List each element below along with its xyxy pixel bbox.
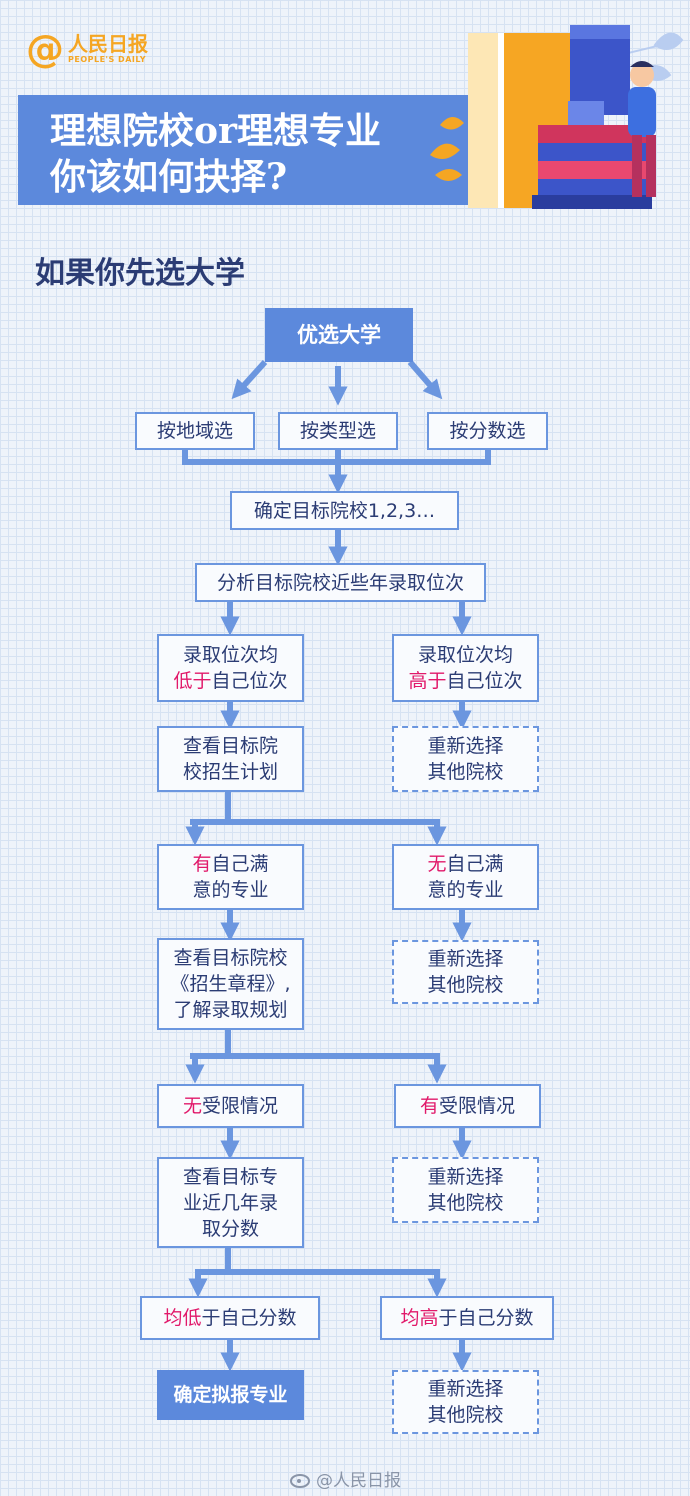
by-type-box: 按类型选 (278, 412, 398, 450)
analyze-label: 分析目标院校近些年录取位次 (216, 571, 464, 594)
laptop-icon (568, 101, 604, 125)
weibo-icon (290, 1473, 310, 1488)
split-line-3 (190, 1030, 440, 1059)
people-daily-logo: @ 人民日报 PEOPLE'S DAILY (26, 30, 148, 68)
person-icon (630, 63, 654, 87)
reselect-1-line1: 重新选择 (427, 735, 504, 757)
no-major-box: 无自己满意的专业 (392, 844, 539, 910)
book-stack-icon (538, 125, 648, 143)
rank-higher-highlight: 高于 (408, 670, 447, 692)
split-line-4 (195, 1248, 440, 1275)
all-lower-box: 均低于自己分数 (140, 1296, 320, 1340)
arrow-to-region (231, 359, 268, 400)
has-limit-box: 有受限情况 (394, 1084, 541, 1128)
all-higher-highlight-2: 高 (419, 1307, 439, 1329)
has-limit-highlight: 有 (419, 1095, 439, 1117)
reselect-box-1: 重新选择其他院校 (392, 726, 539, 792)
section-title: 如果你先选大学 (35, 256, 245, 291)
all-lower-highlight-1: 均 (163, 1307, 183, 1329)
rank-lower-rest: 自己位次 (211, 670, 288, 692)
has-major-highlight: 有 (192, 853, 212, 875)
no-limit-rest: 受限情况 (202, 1095, 279, 1117)
weibo-watermark: @人民日报 (290, 1466, 401, 1491)
arrow-to-score (407, 360, 443, 400)
check-scores-line1: 查看目标专 (182, 1165, 278, 1188)
reselect-3-line1: 重新选择 (427, 1166, 504, 1188)
reselect-2-line2: 其他院校 (427, 974, 504, 996)
logo-at-icon: @ (26, 27, 64, 71)
banner-title: 理想院校or理想专业 你该如何抉择? (50, 108, 381, 200)
no-major-highlight: 无 (427, 853, 447, 875)
no-major-rest: 自己满 (446, 853, 504, 875)
has-limit-rest: 受限情况 (439, 1095, 516, 1117)
by-type-label: 按类型选 (299, 420, 376, 442)
check-rules-line2: 《招生章程》, (170, 973, 291, 995)
all-higher-box: 均高于自己分数 (380, 1296, 554, 1340)
all-lower-highlight-2: 低 (182, 1307, 202, 1329)
title-banner (18, 95, 468, 205)
by-region-label: 按地域选 (156, 420, 233, 442)
rank-higher-line1: 录取位次均 (417, 644, 513, 666)
blue-book-icon (570, 25, 630, 115)
check-scores-box: 查看目标专业近几年录取分数 (157, 1157, 304, 1248)
reselect-4-line1: 重新选择 (427, 1378, 504, 1400)
start-box: 优选大学 (265, 308, 413, 362)
check-plan-line1: 查看目标院 (182, 735, 278, 757)
rank-higher-rest: 自己位次 (446, 670, 523, 692)
no-limit-highlight: 无 (182, 1095, 202, 1117)
by-score-label: 按分数选 (449, 420, 526, 442)
check-rules-box: 查看目标院校《招生章程》, 了解录取规划 (157, 938, 304, 1030)
by-score-box: 按分数选 (427, 412, 548, 450)
check-rules-line1: 查看目标院校 (173, 947, 288, 969)
reselect-box-4: 重新选择其他院校 (392, 1370, 539, 1434)
banner-title-line2: 你该如何抉择? (50, 156, 288, 198)
has-major-box: 有自己满意的专业 (157, 844, 304, 910)
rank-lower-box: 录取位次均低于自己位次 (157, 634, 304, 702)
check-rules-line3: 了解录取规划 (173, 999, 288, 1021)
check-plan-line2: 校招生计划 (182, 761, 278, 783)
check-scores-line3: 取分数 (201, 1217, 259, 1240)
all-higher-highlight-1: 均 (400, 1307, 420, 1329)
reselect-1-line2: 其他院校 (427, 761, 504, 783)
logo-name: 人民日报 (68, 32, 148, 56)
start-label: 优选大学 (297, 323, 381, 347)
by-region-box: 按地域选 (135, 412, 255, 450)
rank-lower-highlight: 低于 (173, 670, 212, 692)
reselect-box-3: 重新选择其他院校 (392, 1157, 539, 1223)
reselect-box-2: 重新选择其他院校 (392, 940, 539, 1004)
all-higher-rest: 于自己分数 (438, 1307, 534, 1329)
targets-label: 确定目标院校1,2,3… (253, 499, 436, 522)
rank-higher-box: 录取位次均高于自己位次 (392, 634, 539, 702)
targets-box: 确定目标院校1,2,3… (230, 491, 459, 530)
no-major-line2: 意的专业 (427, 879, 504, 901)
all-lower-rest: 于自己分数 (201, 1307, 297, 1329)
confirm-major-label: 确定拟报专业 (173, 1384, 288, 1406)
split-line-2 (190, 792, 440, 825)
orange-leaf-icon (430, 116, 464, 181)
no-limit-box: 无受限情况 (157, 1084, 304, 1128)
logo-english: PEOPLE'S DAILY (68, 55, 147, 64)
banner-title-line1: 理想院校or理想专业 (50, 110, 381, 152)
confirm-major-box: 确定拟报专业 (157, 1370, 304, 1420)
watermark-text: @人民日报 (316, 1471, 401, 1491)
reselect-4-line2: 其他院校 (427, 1404, 504, 1426)
reselect-3-line2: 其他院校 (427, 1192, 504, 1214)
check-scores-line2: 业近几年录 (182, 1191, 278, 1214)
rank-lower-line1: 录取位次均 (182, 644, 278, 666)
has-major-line2: 意的专业 (192, 879, 269, 901)
check-plan-box: 查看目标院校招生计划 (157, 726, 304, 792)
has-major-rest: 自己满 (211, 853, 269, 875)
reselect-2-line1: 重新选择 (427, 948, 504, 970)
study-illustration (430, 25, 684, 209)
analyze-box: 分析目标院校近些年录取位次 (195, 563, 486, 602)
